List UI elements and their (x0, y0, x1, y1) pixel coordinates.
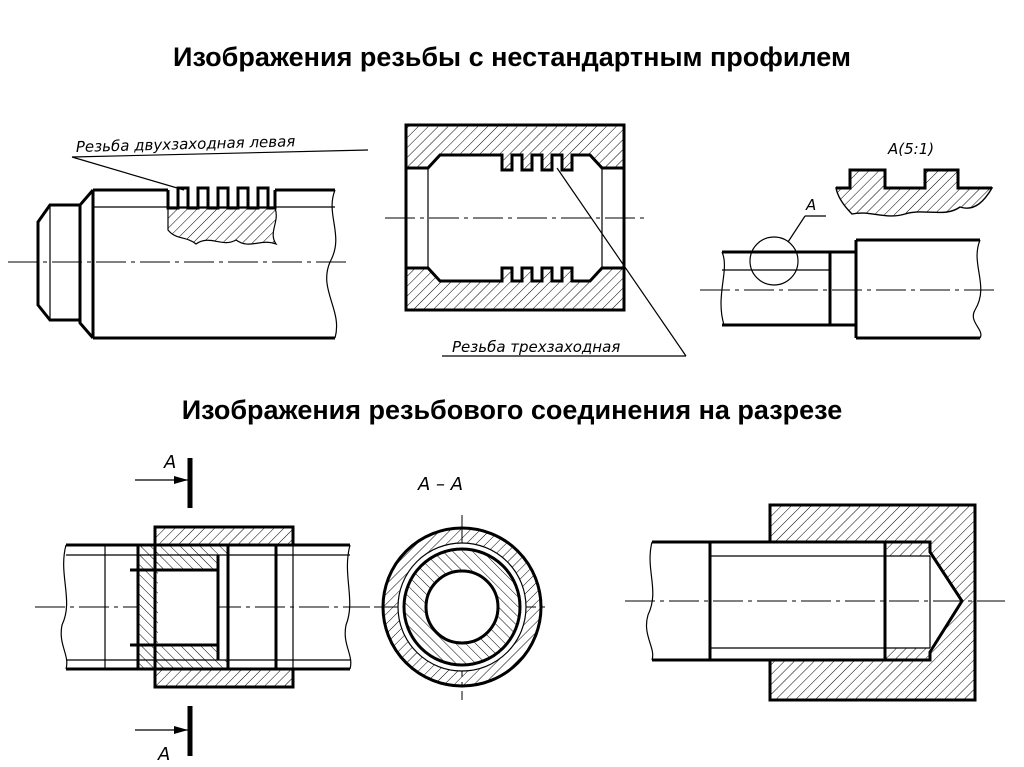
label-two-start-left: Резьба двухзаходная левая (76, 132, 296, 156)
figure-detail-a (700, 168, 995, 340)
label-section-arrow-top: A (163, 452, 176, 473)
label-detail-marker: A (805, 196, 816, 214)
label-section-title: A – A (417, 474, 463, 495)
label-detail-ref: A(5:1) (887, 140, 934, 158)
figure-section-aa (374, 515, 550, 700)
figure-stud-blind-hole (625, 503, 1005, 702)
figure-external-thread (8, 149, 369, 340)
title-nonstandard-thread: Изображения резьбы с нестандартным профи… (173, 42, 851, 72)
label-section-arrow-bottom: A (157, 744, 170, 765)
figure-threaded-connection (35, 458, 370, 756)
figure-internal-thread (385, 123, 687, 357)
label-three-start: Резьба трехзаходная (452, 338, 620, 356)
title-threaded-connection: Изображения резьбового соединения на раз… (181, 395, 843, 425)
